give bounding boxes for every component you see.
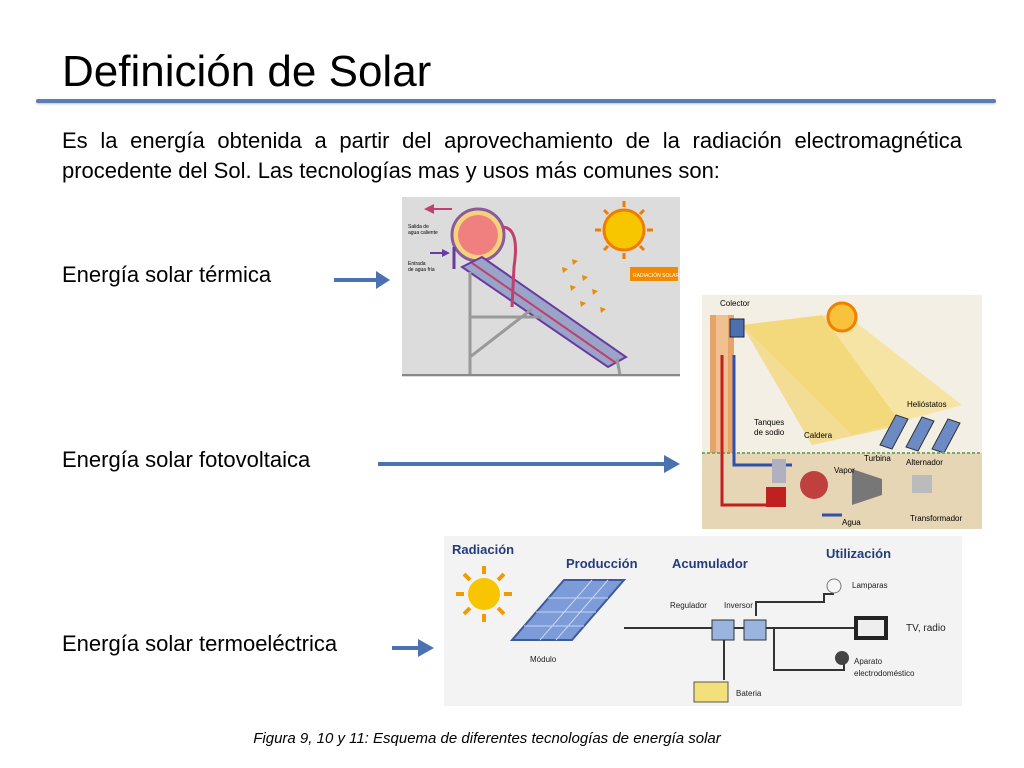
battery-label: Bateria [736,689,762,698]
slide-title: Definición de Solar [62,47,432,96]
radiation-label: RADIACIÓN SOLAR [633,272,680,279]
alternator-label: Alternador [906,458,943,467]
radiation-header: Radiación [452,542,514,557]
water-label: Agua [842,518,861,527]
item-photovoltaic: Energía solar fotovoltaica [62,447,311,472]
steam-label: Vapor [834,466,855,475]
item-thermoelectric: Energía solar termoeléctrica [62,631,338,656]
figure-solar-tower: Colector Helióstatos Tanques de sodio Ca… [702,295,982,529]
intro-paragraph: Es la energía obtenida a partir del apro… [62,128,962,183]
tanks-label-2: de sodio [754,428,785,437]
turbine-label: Turbina [864,454,891,463]
inverter-label: Inversor [724,601,753,610]
figure-caption-text: Figura 9, 10 y 11: Esquema de diferentes… [253,730,721,747]
heliostats-label: Helióstatos [907,400,947,409]
utilization-header: Utilización [826,546,891,561]
lamps-label: Lamparas [852,581,888,590]
arrow-right-icon [392,639,434,657]
figure-caption: Figura 9, 10 y 11: Esquema de diferentes… [0,730,1024,747]
item-solar-thermal: Energía solar térmica [62,262,272,287]
figure-solar-thermal: RADIACIÓN SOLAR Salida de agua caliente … [402,197,680,377]
production-header: Producción [566,556,638,571]
arrow-right-icon [378,455,680,473]
regulator-label: Regulador [670,601,707,610]
transformer-label: Transformador [910,514,963,523]
cold-water-in-label-2: de agua fría [408,267,435,273]
sun-icon [456,566,512,622]
title-underline [36,99,996,103]
hot-water-out-label-2: agua caliente [408,230,438,236]
tv-radio-label: TV, radio [906,623,946,634]
sun-icon [595,201,653,259]
module-label: Módulo [530,655,557,664]
appliance-label-1: Aparato [854,657,883,666]
boiler-label: Caldera [804,431,833,440]
tanks-label-1: Tanques [754,418,784,427]
appliance-label-2: electrodoméstico [854,669,915,678]
figure-photovoltaic: Radiación Producción Acumulador Utilizac… [444,536,962,706]
cold-water-in-label-1: Entrada [408,261,426,267]
hot-water-out-label-1: Salida de [408,224,429,230]
collector-label: Colector [720,299,750,308]
arrow-right-icon [334,271,390,289]
accumulator-header: Acumulador [672,556,748,571]
